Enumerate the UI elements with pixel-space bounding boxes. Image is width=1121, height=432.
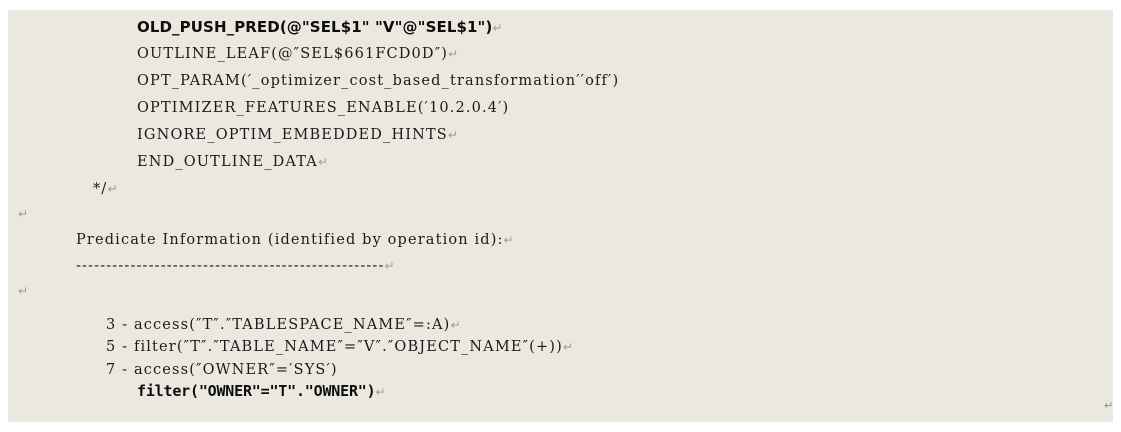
line-text: Predicate Information (identified by ope… [76, 232, 504, 248]
line-text: 7 - access(″OWNER″=′SYS′) [106, 362, 338, 378]
return-mark-icon: ↵ [503, 233, 514, 247]
line-text: OUTLINE_LEAF(@″SEL$661FCD0D″) [137, 46, 449, 62]
line-end-outline-data[interactable]: END_OUTLINE_DATA↵ [137, 155, 328, 170]
blank-marker-1: ↵ [18, 207, 29, 221]
line-predicate-information[interactable]: Predicate Information (identified by ope… [76, 233, 514, 248]
line-text: 5 - filter(″T″.″TABLE_NAME″=″V″.″OBJECT_… [106, 339, 563, 355]
line-text: END_OUTLINE_DATA [137, 154, 318, 170]
return-mark-icon: ↵ [492, 21, 503, 35]
line-opt-param[interactable]: OPT_PARAM(′_optimizer_cost_based_transfo… [137, 74, 619, 89]
line-text: IGNORE_OPTIM_EMBEDDED_HINTS [137, 127, 448, 143]
return-mark-icon: ↵ [448, 47, 459, 61]
line-pred-5-filter[interactable]: 5 - filter(″T″.″TABLE_NAME″=″V″.″OBJECT_… [106, 340, 573, 355]
return-mark-icon: ↵ [375, 385, 386, 399]
line-text: OPTIMIZER_FEATURES_ENABLE(′10.2.0.4′) [137, 100, 510, 116]
return-mark-icon: ↵ [450, 318, 461, 332]
line-text: 3 - access(″T″.″TABLESPACE_NAME″=:A) [106, 317, 451, 333]
line-text: */ [93, 181, 108, 197]
line-pred-3-access[interactable]: 3 - access(″T″.″TABLESPACE_NAME″=:A)↵ [106, 318, 461, 333]
line-pred-7-access[interactable]: 7 - access(″OWNER″=′SYS′) [106, 363, 338, 378]
return-mark-icon: ↵ [384, 259, 395, 273]
line-text: OLD_PUSH_PRED(@"SEL$1" "V"@"SEL$1") [137, 18, 493, 36]
line-old-push-pred[interactable]: OLD_PUSH_PRED(@"SEL$1" "V"@"SEL$1")↵ [137, 20, 503, 36]
line-pred-7-filter[interactable]: filter("OWNER"="T"."OWNER")↵ [137, 384, 386, 400]
line-optimizer-features-enable[interactable]: OPTIMIZER_FEATURES_ENABLE(′10.2.0.4′) [137, 101, 509, 116]
line-outline-leaf[interactable]: OUTLINE_LEAF(@″SEL$661FCD0D″)↵ [137, 47, 458, 62]
line-text: ----------------------------------------… [76, 258, 385, 274]
right-edge-return-icon: ↵ [1104, 400, 1112, 411]
return-mark-icon: ↵ [317, 155, 328, 169]
return-mark-icon: ↵ [107, 182, 118, 196]
line-text: OPT_PARAM(′_optimizer_cost_based_transfo… [137, 73, 620, 89]
line-separator-rule[interactable]: ----------------------------------------… [76, 259, 395, 274]
return-mark-icon: ↵ [447, 128, 458, 142]
line-ignore-optim-embedded-hints[interactable]: IGNORE_OPTIM_EMBEDDED_HINTS↵ [137, 128, 458, 143]
blank-marker-2: ↵ [18, 284, 29, 298]
return-mark-icon: ↵ [562, 340, 573, 354]
line-text: filter("OWNER"="T"."OWNER") [137, 382, 376, 400]
line-comment-close[interactable]: */↵ [93, 182, 118, 197]
document-page-surface[interactable]: OLD_PUSH_PRED(@"SEL$1" "V"@"SEL$1")↵OUTL… [8, 10, 1113, 422]
